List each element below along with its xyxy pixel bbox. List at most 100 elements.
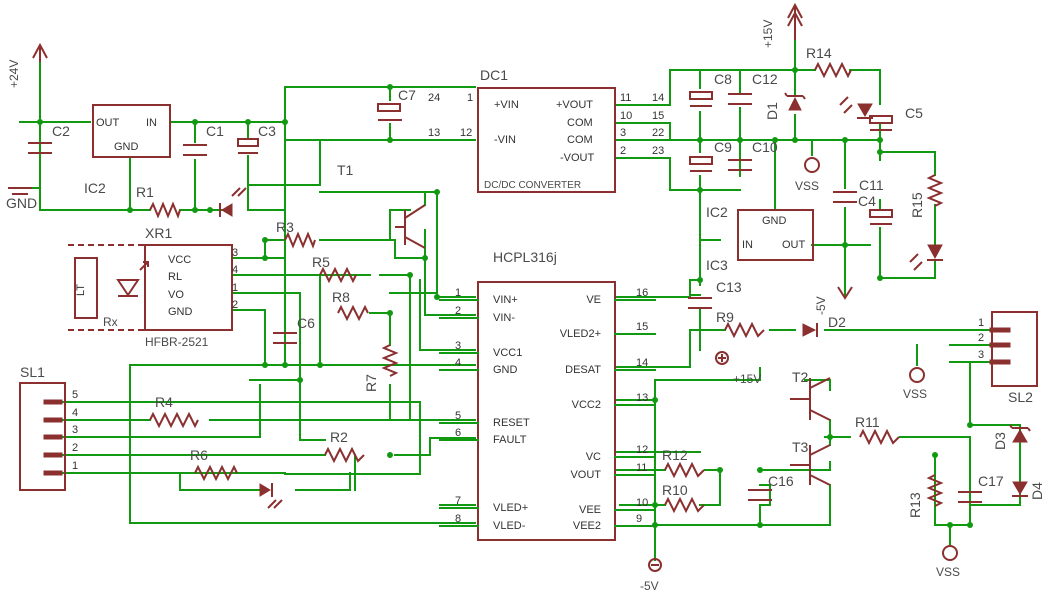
xr1-num-3: 3 <box>232 247 238 259</box>
sl2-num-3: 3 <box>978 349 984 361</box>
hcpl-num-2: 2 <box>455 305 461 317</box>
xr1-pin-gnd: GND <box>168 306 193 318</box>
plus15-mid-circle <box>715 351 729 365</box>
d1 <box>788 96 802 111</box>
net-14: 14 <box>652 92 664 104</box>
hcpl316j-body <box>477 281 616 541</box>
hcpl-pin-vcc1: VCC1 <box>493 347 522 359</box>
hcpl-pin-fault: FAULT <box>493 434 527 446</box>
dc1-num-10: 10 <box>620 110 632 122</box>
dc1-body <box>477 87 616 193</box>
dc1-num-12: 12 <box>460 127 472 139</box>
ic2-right-pin-gnd: GND <box>762 215 787 227</box>
hcpl-num-4: 4 <box>455 357 461 369</box>
dc1-num-1: 1 <box>467 92 473 104</box>
xr1-pin-vo: VO <box>168 289 184 301</box>
sl2-connector <box>991 311 1038 387</box>
sl1-num-3: 3 <box>72 424 78 436</box>
xr1-num-2: 2 <box>232 299 238 311</box>
vss-symbol-3 <box>942 545 958 561</box>
t1-ref: T1 <box>337 162 354 178</box>
ic2-right-pin-in: IN <box>742 239 753 251</box>
c13-ref: C13 <box>716 279 742 295</box>
xr1-lens <box>74 257 98 319</box>
xr1-part: HFBR-2521 <box>145 335 209 349</box>
r11 <box>859 428 900 446</box>
hcpl-pin-vcc2: VCC2 <box>572 399 601 411</box>
c6-ref: C6 <box>297 315 315 331</box>
junction-dots <box>37 67 973 528</box>
labels: +24V +15V +15V -5V -5V GND VSS VSS VSS D… <box>6 20 1045 593</box>
c4-ref: C4 <box>858 193 876 209</box>
sl2-num-2: 2 <box>978 332 984 344</box>
hcpl-pin-vc: VC <box>586 451 601 463</box>
r15-ref: R15 <box>909 192 925 218</box>
xr1-num-1: 1 <box>232 282 238 294</box>
hcpl-num-14: 14 <box>636 357 648 369</box>
sl2-num-1: 1 <box>978 317 984 329</box>
hcpl-pin-vled2-: VLED2+ <box>560 328 601 340</box>
hcpl-pin-vee: VEE <box>579 504 601 516</box>
t3 <box>790 444 831 486</box>
r1-ref: R1 <box>136 184 154 200</box>
r2-ref: R2 <box>330 429 348 445</box>
dc1-pin-com-2: COM <box>567 134 593 146</box>
c3 <box>237 138 259 147</box>
wires <box>19 14 1021 561</box>
r2 <box>324 446 365 464</box>
xr1-outline <box>68 244 145 331</box>
r6-ref: R6 <box>190 447 208 463</box>
c1-ref: C1 <box>206 123 224 139</box>
net-15: 15 <box>652 110 664 122</box>
vss-symbol-1 <box>804 157 820 173</box>
hcpl-pin-vee2: VEE2 <box>573 520 601 532</box>
r9 <box>724 321 765 339</box>
dc1-pin-vout-plus: +VOUT <box>556 99 593 111</box>
t2 <box>790 377 831 421</box>
c17 <box>958 491 982 503</box>
hcpl-right-pins: VE16VLED2+15DESAT14VCC213VC12VOUT11VEE10… <box>560 287 656 532</box>
ic2-right-pin-out: OUT <box>782 239 806 251</box>
minus5-arrow <box>837 286 853 300</box>
ic3-ref: IC3 <box>706 257 728 273</box>
xr1-lt: LT <box>75 284 87 296</box>
hcpl-pin-ve: VE <box>586 294 601 306</box>
u1-ref: HCPL316j <box>493 249 557 265</box>
d1-ref: D1 <box>764 102 780 120</box>
hcpl-num-9: 9 <box>636 513 642 525</box>
xr1-pin-vcc: VCC <box>168 254 191 266</box>
vss-symbol-2 <box>909 367 925 383</box>
c11 <box>833 191 857 203</box>
c17-ref: C17 <box>978 473 1004 489</box>
c7 <box>377 103 401 112</box>
r12 <box>664 461 705 479</box>
transistors <box>395 204 831 486</box>
c5 <box>869 115 893 124</box>
r3 <box>284 231 316 249</box>
rail-gnd: GND <box>6 195 37 211</box>
sl2-ref: SL2 <box>1008 389 1033 405</box>
hcpl-num-10: 10 <box>636 497 648 509</box>
r10-ref: R10 <box>662 482 688 498</box>
r14 <box>814 61 852 79</box>
r6 <box>194 464 238 482</box>
xr1-photodiode <box>116 261 149 297</box>
vss-label-1: VSS <box>795 179 819 193</box>
hcpl-pin-vled-: VLED+ <box>493 502 528 514</box>
r13 <box>926 474 944 507</box>
hcpl-pin-desat: DESAT <box>565 364 601 376</box>
net-22: 22 <box>652 127 664 139</box>
c13 <box>688 297 712 309</box>
c10-ref: C10 <box>752 139 778 155</box>
c9-ref: C9 <box>714 139 732 155</box>
rail-plus15-mid: +15V <box>733 372 761 386</box>
hcpl-num-13: 13 <box>636 392 648 404</box>
dc1-pin-vin-plus: +VIN <box>494 99 519 111</box>
r9-ref: R9 <box>716 309 734 325</box>
xr1-num-4: 4 <box>232 264 238 276</box>
r14-ref: R14 <box>806 45 832 61</box>
rail-plus24: +24V <box>7 60 21 88</box>
r12-ref: R12 <box>662 447 688 463</box>
